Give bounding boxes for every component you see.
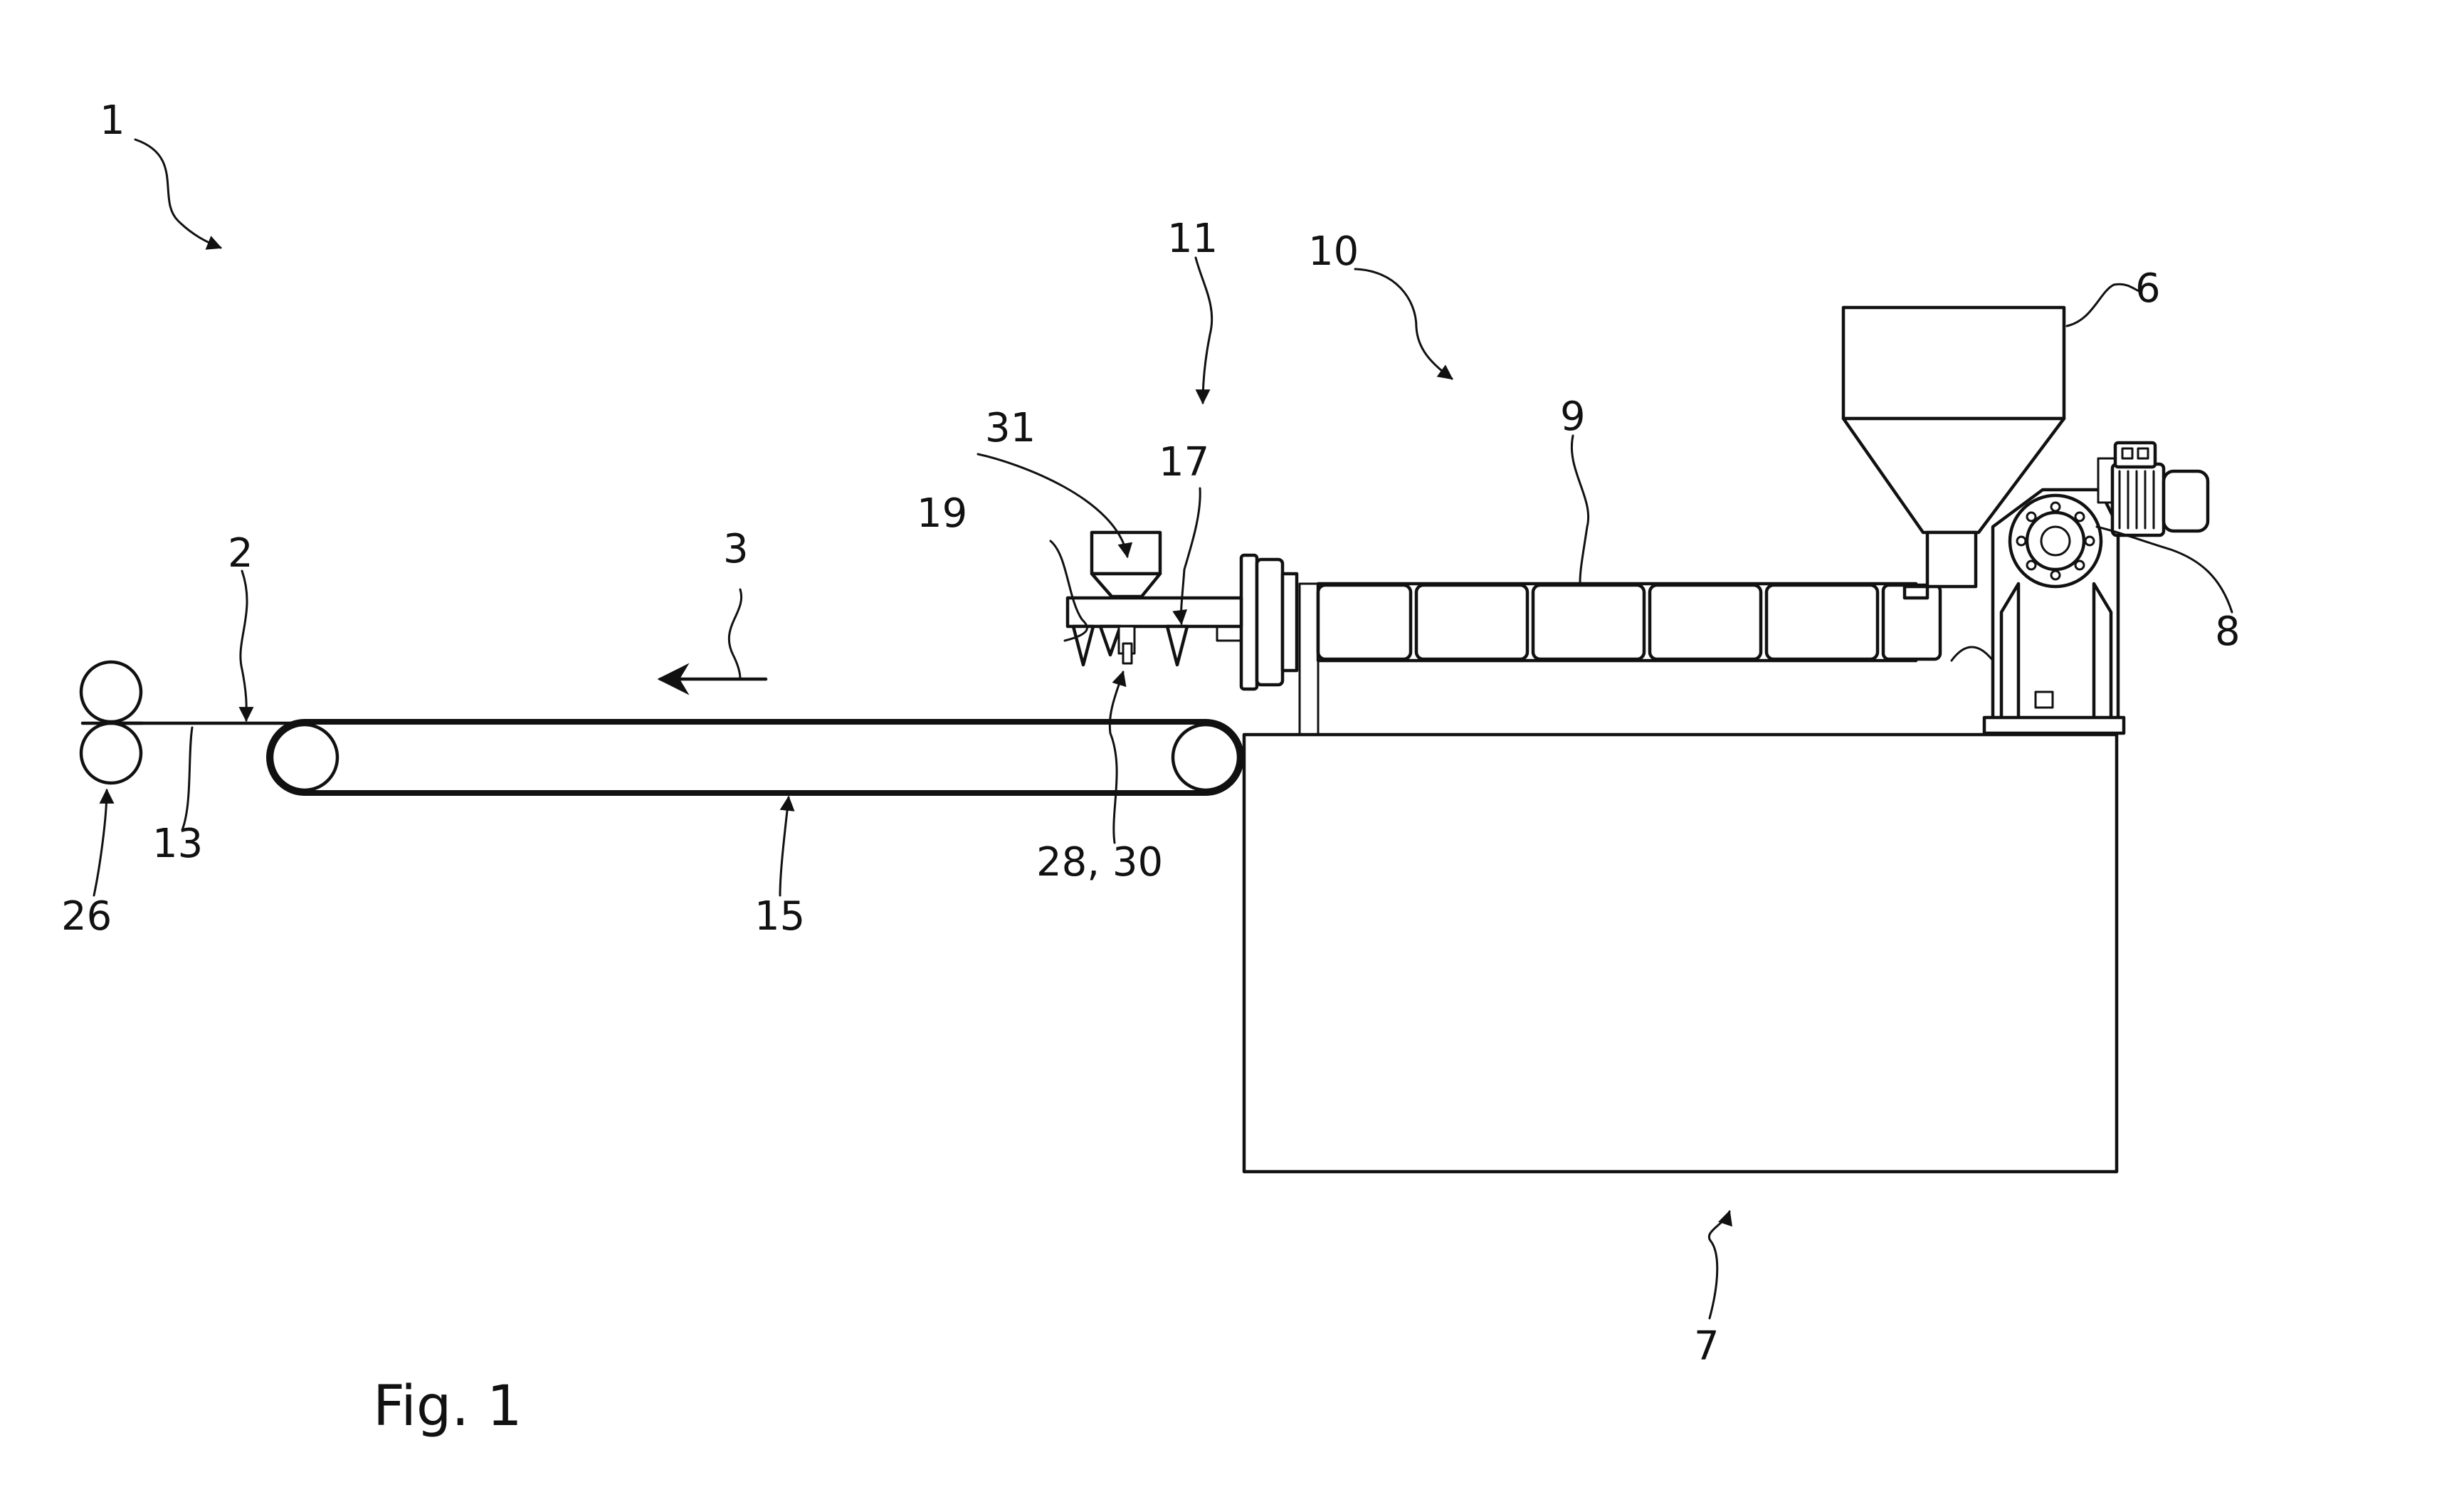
conveyor-belt [266, 719, 1244, 796]
label-19: 19 [917, 490, 967, 537]
label-13: 13 [152, 821, 203, 867]
drive-motor [2097, 441, 2210, 537]
die-head [1065, 596, 1243, 667]
label-6: 6 [2135, 266, 2161, 312]
reference-numerals: 1 11 10 6 9 31 17 19 2 3 8 13 28, 30 26 … [61, 98, 2241, 1370]
leader-lines [93, 138, 2233, 1320]
label-7: 7 [1694, 1323, 1720, 1370]
machine-base [1242, 732, 2119, 1174]
label-1: 1 [100, 98, 125, 144]
label-2: 2 [228, 530, 253, 577]
label-11: 11 [1167, 216, 1218, 262]
figure-caption: Fig. 1 [373, 1375, 522, 1439]
label-10: 10 [1308, 228, 1359, 275]
main-hopper [1841, 305, 2066, 600]
label-3: 3 [723, 526, 749, 572]
label-9: 9 [1560, 394, 1586, 440]
additive-hopper [1090, 530, 1162, 599]
label-31: 31 [985, 405, 1036, 451]
web-and-rolls [79, 660, 307, 785]
gearbox [1950, 488, 2126, 735]
label-26: 26 [61, 893, 112, 940]
label-17: 17 [1159, 439, 1209, 485]
die-flange [1239, 553, 1299, 691]
label-28-30: 28, 30 [1036, 839, 1163, 886]
label-15: 15 [754, 893, 805, 940]
extruder-barrel [1316, 582, 1942, 663]
label-8: 8 [2215, 609, 2241, 655]
